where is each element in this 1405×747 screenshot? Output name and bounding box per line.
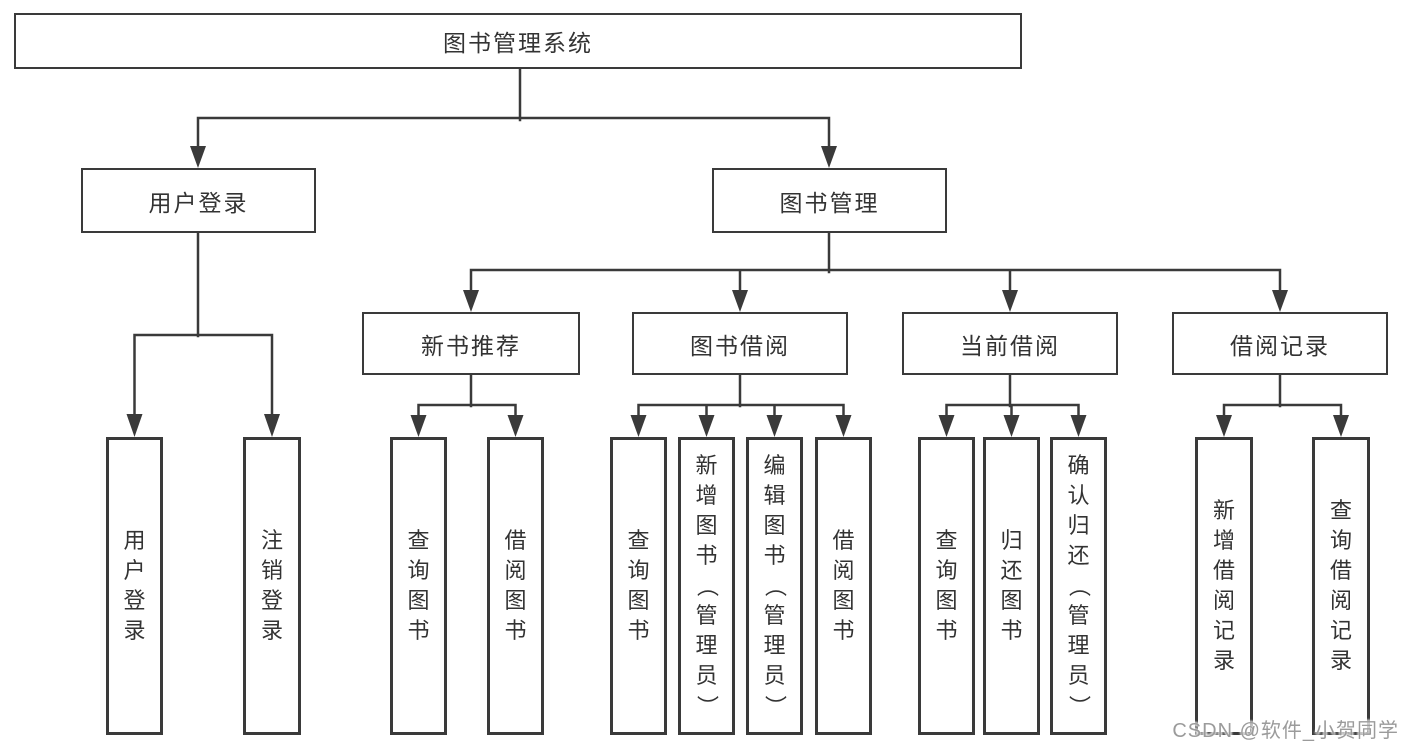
node-book-management: 图书管理 [712,168,947,233]
node-borrow-books-recommend: 借阅图书 [487,437,544,735]
node-edit-book-admin: 编辑图书（管理员） [746,437,803,735]
node-borrow-books-borrowing: 借阅图书 [815,437,872,735]
node-logout-action: 注销登录 [243,437,301,735]
node-confirm-return-admin: 确认归还（管理员） [1050,437,1107,735]
node-current-borrowing: 当前借阅 [902,312,1118,375]
node-query-books-borrowing: 查询图书 [610,437,667,735]
node-book-borrowing: 图书借阅 [632,312,848,375]
node-return-books: 归还图书 [983,437,1040,735]
node-query-books-current: 查询图书 [918,437,975,735]
node-add-book-admin: 新增图书（管理员） [678,437,735,735]
node-user-login: 用户登录 [81,168,316,233]
node-query-borrow-record: 查询借阅记录 [1312,437,1370,735]
node-library-system: 图书管理系统 [14,13,1022,69]
node-query-books-recommend: 查询图书 [390,437,447,735]
node-add-borrow-record: 新增借阅记录 [1195,437,1253,735]
node-user-login-action: 用户登录 [106,437,163,735]
node-borrowing-records: 借阅记录 [1172,312,1388,375]
node-new-book-recommendation: 新书推荐 [362,312,580,375]
watermark-text: CSDN @软件_小贺同学 [1172,720,1399,742]
